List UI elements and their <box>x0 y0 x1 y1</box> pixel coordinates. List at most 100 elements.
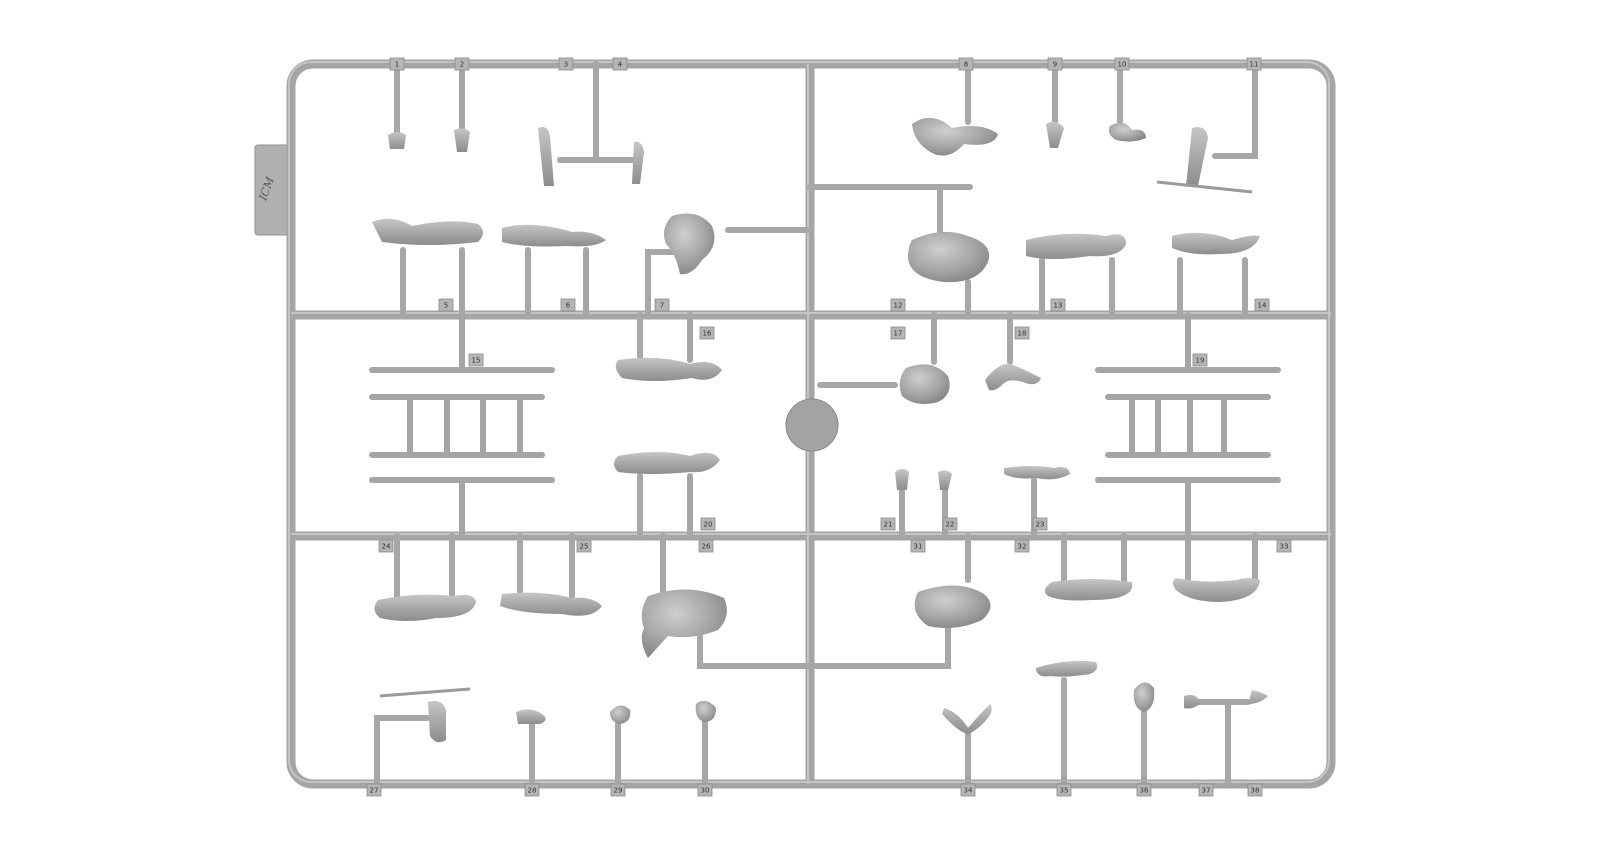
part-number-label: 2 <box>460 61 464 69</box>
quadrant-bottom-left <box>374 533 813 787</box>
part-number-label: 11 <box>1250 61 1259 69</box>
part-number-tag: 11 <box>1246 57 1262 71</box>
part-number-tag: 12 <box>890 298 906 312</box>
part-number-tag: 4 <box>612 57 628 71</box>
part-number-tag: 2 <box>454 57 470 71</box>
figure-legs-part <box>500 592 602 616</box>
part-number-label: 9 <box>1053 61 1057 69</box>
figure-head-part <box>695 700 716 722</box>
part-number-tag: 6 <box>560 298 576 312</box>
part-number-label: 17 <box>894 330 903 338</box>
figure-accessory-rod <box>1156 180 1253 194</box>
part-number-tag: 7 <box>654 298 670 312</box>
figure-hand-part <box>454 128 470 152</box>
part-number-tag: 32 <box>1014 539 1030 553</box>
part-number-label: 22 <box>946 521 955 529</box>
figure-head-part <box>1108 122 1146 142</box>
part-number-label: 28 <box>528 787 537 795</box>
part-number-label: 37 <box>1202 787 1211 795</box>
part-number-tag: 34 <box>960 783 976 797</box>
figure-legs-part <box>502 224 606 247</box>
figure-torso-part <box>899 364 950 404</box>
part-number-label: 36 <box>1140 787 1149 795</box>
part-number-tag: 33 <box>1276 539 1292 553</box>
quadrant-top-right <box>807 61 1281 539</box>
part-number-label: 27 <box>370 787 379 795</box>
figure-hand-part <box>895 469 909 490</box>
figure-hand-part <box>388 132 406 149</box>
figure-legs-part <box>1044 579 1133 601</box>
part-number-tag: 5 <box>438 298 454 312</box>
part-number-label: 14 <box>1258 302 1267 310</box>
part-number-label: 23 <box>1036 521 1045 529</box>
part-number-tag: 29 <box>610 783 626 797</box>
part-number-tag: 24 <box>378 539 394 553</box>
figure-legs-part <box>614 452 720 474</box>
injection-disc <box>785 398 839 452</box>
part-number-label: 25 <box>580 543 589 551</box>
part-number-tag: 22 <box>942 517 958 531</box>
part-number-label: 33 <box>1280 543 1289 551</box>
part-number-tag: 19 <box>1192 353 1208 367</box>
part-number-label: 7 <box>660 302 664 310</box>
part-number-tag: 25 <box>576 539 592 553</box>
figure-torso-part <box>908 231 990 283</box>
part-number-label: 26 <box>702 543 711 551</box>
part-number-label: 24 <box>382 543 391 551</box>
part-number-label: 3 <box>564 61 568 69</box>
figure-head-part <box>912 117 998 156</box>
part-number-label: 5 <box>444 302 448 310</box>
figure-torso-part <box>914 585 991 628</box>
part-number-tag: 14 <box>1254 298 1270 312</box>
part-number-label: 16 <box>703 330 712 338</box>
part-number-tag: 9 <box>1047 57 1063 71</box>
part-number-label: 20 <box>704 521 713 529</box>
figure-legs-part <box>374 594 476 621</box>
part-number-tag: 37 <box>1198 783 1214 797</box>
part-number-tag: 28 <box>524 783 540 797</box>
figure-arm-part <box>1186 127 1208 186</box>
part-number-label: 19 <box>1196 357 1205 365</box>
part-number-tag: 26 <box>698 539 714 553</box>
figure-legs-part <box>1026 233 1126 259</box>
part-number-tag: 1 <box>389 57 405 71</box>
part-number-label: 4 <box>618 61 623 69</box>
part-number-tag: 15 <box>468 353 484 367</box>
figure-legs-part <box>615 357 722 381</box>
part-number-label: 31 <box>914 543 923 551</box>
part-number-tag: 31 <box>910 539 926 553</box>
part-number-tag: 3 <box>558 57 574 71</box>
part-number-tag: 8 <box>958 57 974 71</box>
part-number-tag: 36 <box>1136 783 1152 797</box>
figure-arm-part <box>1004 466 1070 480</box>
part-number-label: 1 <box>395 61 399 69</box>
part-number-label: 10 <box>1118 61 1127 69</box>
figure-arm-part <box>428 701 446 743</box>
part-number-label: 29 <box>614 787 623 795</box>
figure-hand-part <box>1046 121 1064 148</box>
part-number-label: 34 <box>964 787 973 795</box>
part-number-tag: 38 <box>1247 783 1263 797</box>
part-number-tag: 10 <box>1114 57 1130 71</box>
figure-arm-part <box>1036 660 1098 677</box>
figure-legs-part <box>1172 232 1260 255</box>
part-number-label: 38 <box>1251 787 1260 795</box>
part-number-label: 8 <box>964 61 968 69</box>
part-number-label: 6 <box>566 302 571 310</box>
part-number-label: 35 <box>1060 787 1069 795</box>
sprue-tab: ICM <box>254 144 291 236</box>
part-number-tag: 30 <box>697 783 713 797</box>
figure-torso-part <box>664 213 715 275</box>
part-number-tag: 21 <box>880 517 896 531</box>
part-number-tag: 17 <box>890 326 906 340</box>
figure-hand-part <box>1184 690 1268 709</box>
part-number-label: 32 <box>1018 543 1027 551</box>
figure-legs-part <box>372 218 483 245</box>
part-number-label: 12 <box>894 302 903 310</box>
figure-arm-part <box>632 141 644 184</box>
figure-arm-part <box>942 704 992 734</box>
figure-head-part <box>610 705 631 724</box>
part-number-label: 18 <box>1018 330 1027 338</box>
